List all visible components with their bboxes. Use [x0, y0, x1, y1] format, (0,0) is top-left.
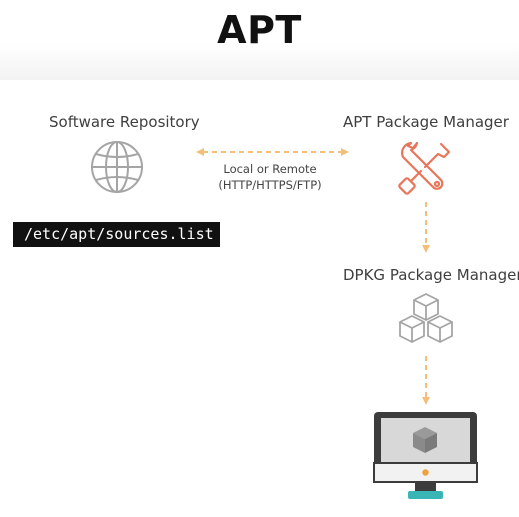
repository-apt-arrow: [196, 148, 349, 156]
dpkg-label: DPKG Package Manager: [343, 266, 519, 284]
apt-label: APT Package Manager: [343, 113, 509, 131]
boxes-icon: [399, 293, 453, 343]
globe-icon: [91, 141, 143, 193]
computer-package-icon: [373, 412, 478, 499]
page-title: APT: [217, 8, 302, 52]
repository-label: Software Repository: [49, 113, 200, 131]
connection-label-line2: (HTTP/HTTPS/FTP): [218, 178, 322, 192]
dpkg-computer-arrow: [422, 356, 430, 405]
connection-label-line1: Local or Remote: [223, 162, 317, 176]
sources-list-file: /etc/apt/sources.list: [13, 222, 220, 247]
apt-dpkg-arrow: [422, 202, 430, 253]
title-band: [0, 0, 519, 80]
tools-icon: [398, 141, 451, 195]
